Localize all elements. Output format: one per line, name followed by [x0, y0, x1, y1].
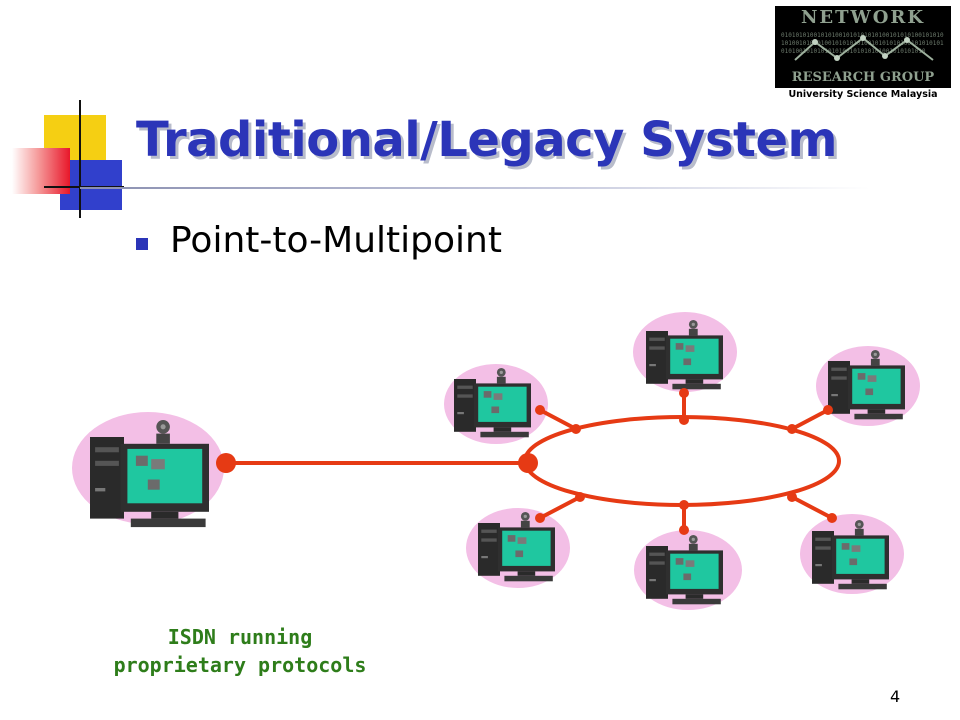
caption-line-1: ISDN running — [167, 625, 313, 649]
computer-top — [633, 312, 737, 392]
link-node — [827, 513, 837, 523]
logo-text-research-group: RESEARCH GROUP — [791, 70, 935, 85]
computer-left-bottom — [466, 508, 570, 588]
link-node — [823, 405, 833, 415]
logo-text-network: NETWORK — [800, 7, 926, 28]
bullet-point-multipoint: Point-to-Multipoint — [170, 220, 502, 261]
slide-title: Traditional/Legacy System — [136, 112, 838, 168]
link-node — [535, 513, 545, 523]
link-node — [571, 424, 581, 434]
logo-network-lines — [794, 35, 934, 61]
computer-main — [72, 412, 224, 528]
decor-vline — [79, 100, 81, 218]
page-number: 4 — [890, 687, 901, 706]
link-node — [535, 405, 545, 415]
link-node — [679, 415, 689, 425]
computer-right-bottom — [800, 514, 904, 594]
isdn-caption: ISDN running proprietary protocols — [95, 623, 385, 679]
link-node — [787, 424, 797, 434]
network-research-group-logo: NETWORK 01010101001010100101010101010010… — [775, 6, 951, 102]
link-node — [679, 388, 689, 398]
decor-blue-square — [60, 160, 122, 210]
link-node — [575, 492, 585, 502]
computer-left-top — [444, 364, 548, 444]
bullet-marker — [136, 238, 148, 250]
computer-right-top — [816, 346, 920, 426]
link-node — [518, 453, 538, 473]
network-nodes — [216, 388, 837, 535]
link-node — [216, 453, 236, 473]
logo-text-university: University Science Malaysia — [775, 88, 951, 102]
link-node — [679, 500, 689, 510]
title-underline — [80, 187, 870, 189]
link-node — [679, 525, 689, 535]
computer-bottom — [634, 530, 742, 610]
link-node — [787, 492, 797, 502]
caption-line-2: proprietary protocols — [113, 653, 367, 677]
